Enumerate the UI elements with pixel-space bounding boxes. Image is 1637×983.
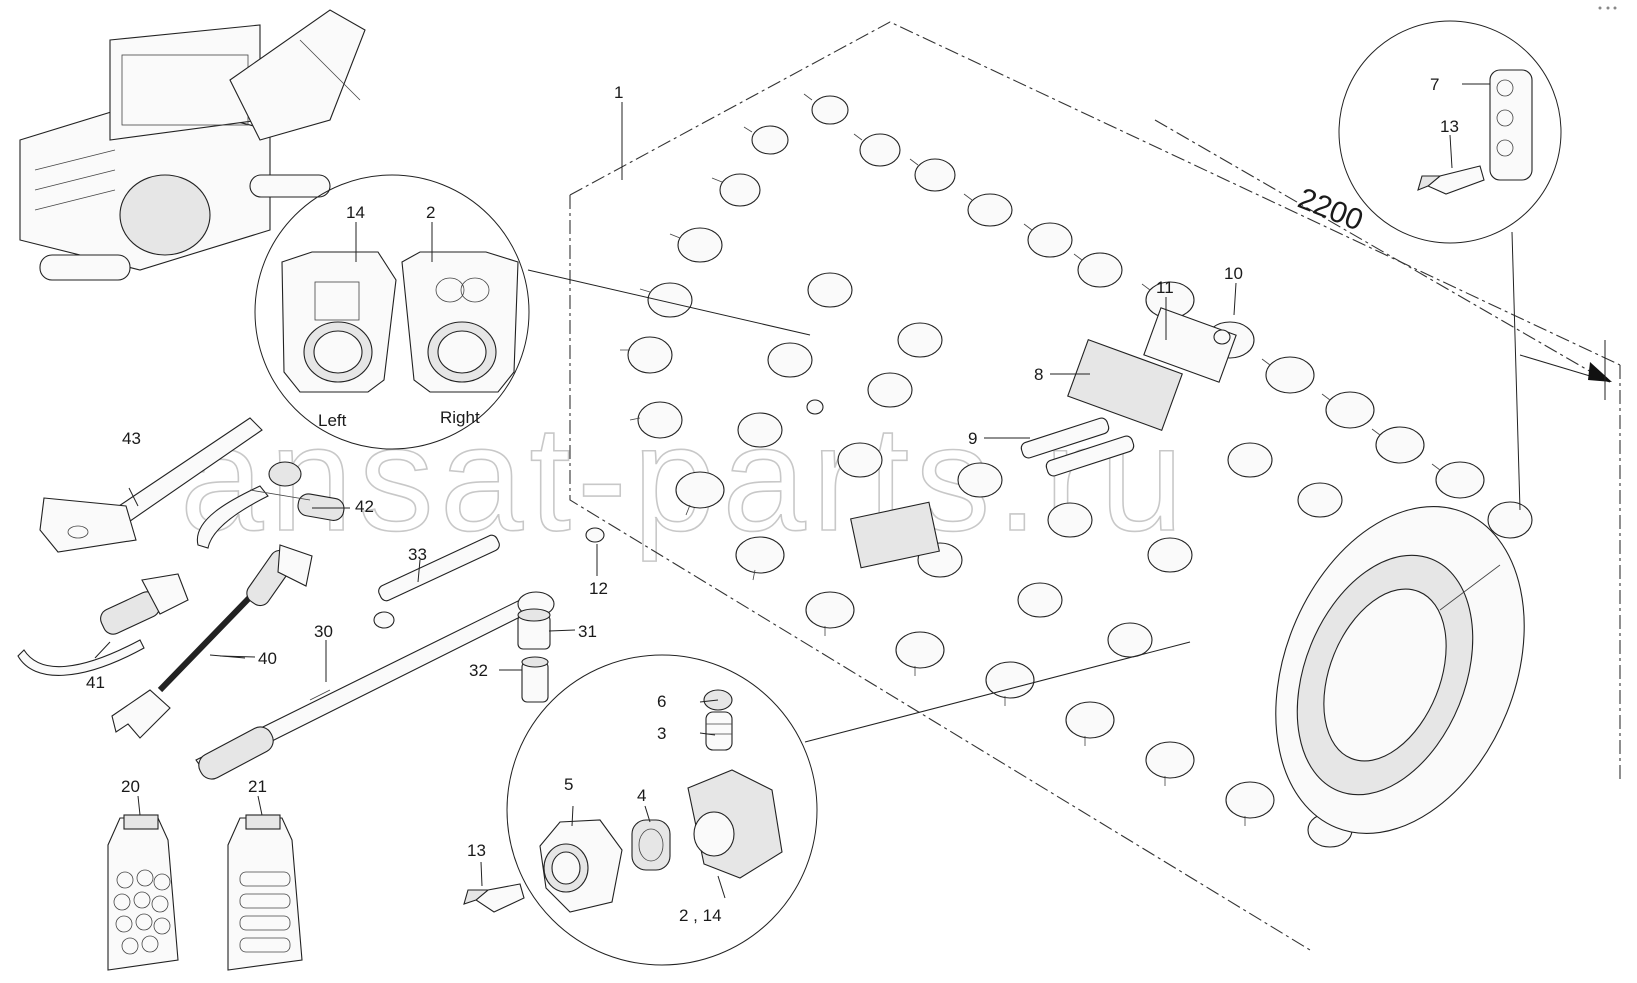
holder-segment-detail bbox=[585, 307, 1237, 569]
wear-plate-7 bbox=[1489, 69, 1533, 181]
socket-extension-33 bbox=[373, 534, 500, 629]
callout-12: 12 bbox=[589, 579, 608, 598]
callout-13-top: 13 bbox=[1440, 117, 1459, 136]
callout-1: 1 bbox=[614, 83, 623, 102]
callout-32: 32 bbox=[469, 661, 488, 680]
callout-8: 8 bbox=[1034, 365, 1043, 384]
left-label: Left bbox=[318, 411, 347, 430]
milling-drum bbox=[585, 93, 1533, 848]
callout-10: 10 bbox=[1224, 264, 1243, 283]
drum-end-disc bbox=[1275, 506, 1525, 834]
callout-5: 5 bbox=[564, 775, 573, 794]
detail-circle-holder-exploded: 6 3 4 5 2 , 14 13 bbox=[463, 641, 1191, 966]
tools-group: 43 42 41 40 33 30 31 32 bbox=[17, 417, 597, 780]
cutting-bit-13b bbox=[463, 883, 525, 913]
callout-41: 41 bbox=[86, 673, 105, 692]
drum-callouts: 1 10 11 8 9 12 bbox=[589, 83, 1243, 598]
dimension-2200: 2200 bbox=[1293, 182, 1612, 400]
callout-2: 2 bbox=[426, 203, 435, 222]
holder-5 bbox=[539, 819, 623, 913]
callout-20: 20 bbox=[121, 777, 140, 796]
socket-32 bbox=[521, 656, 549, 703]
right-label: Right bbox=[440, 408, 480, 427]
pry-tool-41 bbox=[17, 573, 189, 676]
detail-circle-wear-plate: 7 13 bbox=[1338, 20, 1562, 511]
callout-9: 9 bbox=[968, 429, 977, 448]
callout-31: 31 bbox=[578, 622, 597, 641]
callout-13-bottom: 13 bbox=[467, 841, 486, 860]
callout-33: 33 bbox=[408, 545, 427, 564]
callout-4: 4 bbox=[637, 786, 646, 805]
parts-bag-20: 20 bbox=[107, 777, 179, 971]
callout-40: 40 bbox=[258, 649, 277, 668]
callout-43: 43 bbox=[122, 429, 141, 448]
socket-31 bbox=[517, 608, 551, 650]
corner-mark bbox=[1598, 6, 1617, 10]
holder-right bbox=[401, 251, 519, 393]
sleeve-3 bbox=[705, 711, 733, 751]
callout-42: 42 bbox=[355, 497, 374, 516]
callout-2-14: 2 , 14 bbox=[679, 906, 722, 925]
callout-6: 6 bbox=[657, 692, 666, 711]
holder-left bbox=[281, 251, 397, 393]
base-holder-2-14 bbox=[687, 769, 783, 879]
cold-milling-machine bbox=[19, 9, 366, 281]
hinged-tool-40 bbox=[111, 544, 313, 739]
extractor-42 bbox=[196, 461, 345, 549]
cutting-bit-13a bbox=[1417, 165, 1485, 195]
callout-30: 30 bbox=[314, 622, 333, 641]
sledge-hammer-43 bbox=[39, 417, 263, 553]
detail-circle-left-right: 14 2 Left Right bbox=[254, 174, 811, 450]
clamp-4 bbox=[631, 819, 671, 871]
callout-14: 14 bbox=[346, 203, 365, 222]
parts-bag-21: 21 bbox=[227, 777, 303, 971]
drum-assembly-outline bbox=[569, 21, 1621, 951]
callout-3: 3 bbox=[657, 724, 666, 743]
callout-11: 11 bbox=[1156, 278, 1174, 297]
callout-21: 21 bbox=[248, 777, 267, 796]
callout-7: 7 bbox=[1430, 75, 1439, 94]
